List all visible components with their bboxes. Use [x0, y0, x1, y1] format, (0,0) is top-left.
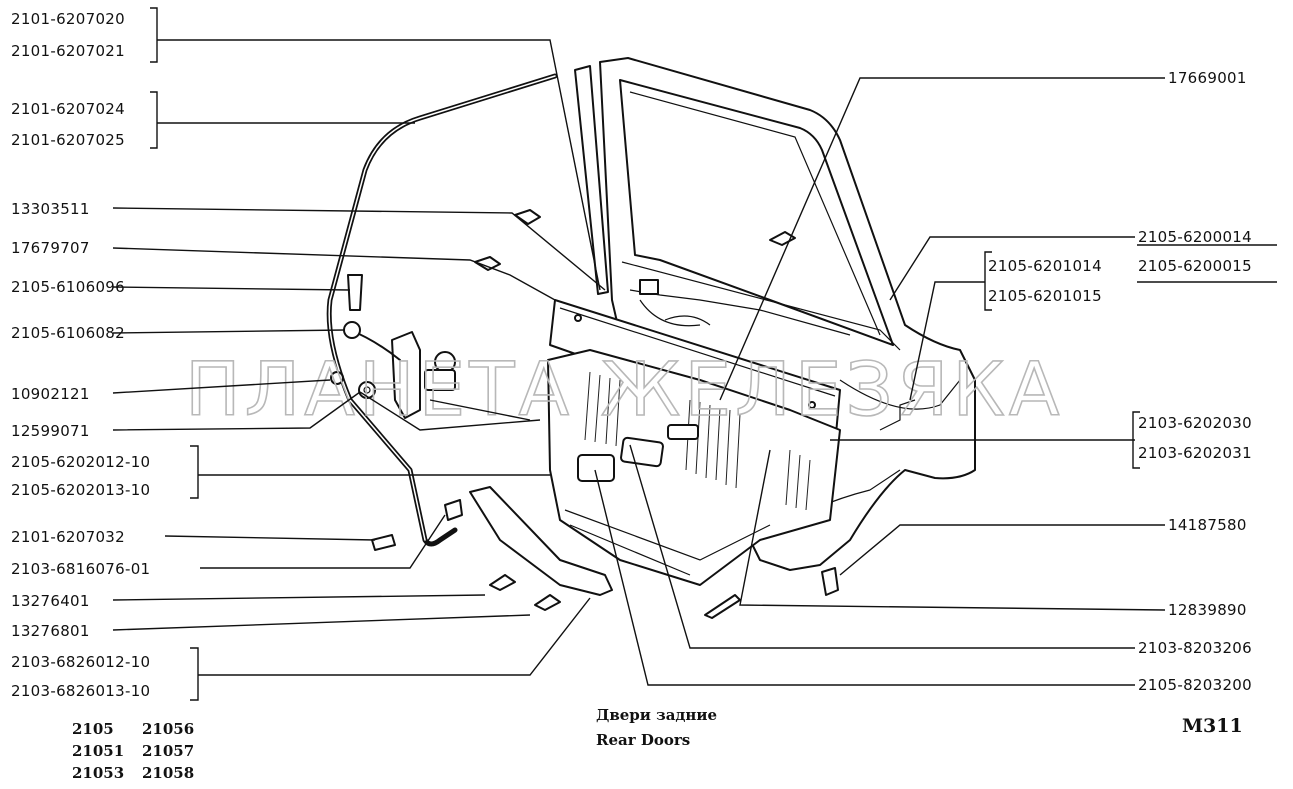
part-number-label: 13276401 [11, 592, 90, 610]
part-number-label: 2105-6106082 [11, 324, 125, 342]
left-part-labels: 2101-6207020 2101-6207021 2101-6207024 2… [11, 10, 150, 700]
part-number-label: 13276801 [11, 622, 90, 640]
window-channel [574, 65, 609, 295]
part-number-label: 2103-6826013-10 [11, 682, 150, 700]
part-number-label: 12839890 [1168, 601, 1247, 619]
part-number-label: 2103-6816076-01 [11, 560, 150, 578]
part-number-label: 13303511 [11, 200, 90, 218]
part-number-label: 2101-6207020 [11, 10, 125, 28]
part-number-label: 2103-6202030 [1138, 414, 1252, 432]
lock-assembly [391, 331, 421, 419]
model-number: 21056 [142, 720, 194, 738]
part-number-label: 2101-6207032 [11, 528, 125, 546]
part-number-label: 2105-6202012-10 [11, 453, 150, 471]
model-list: 2105 21056 21051 21057 21053 21058 [72, 720, 194, 782]
part-number-label: 2103-6202031 [1138, 444, 1252, 462]
part-number-label: 2101-6207024 [11, 100, 125, 118]
part-number-label: 2101-6207021 [11, 42, 125, 60]
part-number-label: 2105-6201014 [988, 257, 1102, 275]
part-number-label: 2103-8203206 [1138, 639, 1252, 657]
model-number: 21053 [72, 764, 124, 782]
part-number-label: 17669001 [1168, 69, 1247, 87]
model-number: 2105 [72, 720, 114, 738]
door-drawing [326, 57, 976, 619]
part-number-label: 2105-6200014 [1138, 228, 1252, 246]
model-number: 21058 [142, 764, 194, 782]
watermark: ПЛАНЕТА ЖЕЛЕЗЯКА [185, 347, 1064, 433]
leader-lines [112, 7, 1277, 701]
weatherstrip-seal [326, 73, 558, 547]
part-number-label: 2105-8203200 [1138, 676, 1252, 694]
part-number-label: 2105-6106096 [11, 278, 125, 296]
window-opening [619, 79, 894, 346]
screws [371, 209, 839, 619]
pull-handle [469, 486, 613, 596]
part-number-label: 14187580 [1168, 516, 1247, 534]
inner-handle [577, 454, 615, 482]
part-number-label: 2103-6826012-10 [11, 653, 150, 671]
part-number-label: 10902121 [11, 385, 90, 403]
part-number-label: 2101-6207025 [11, 131, 125, 149]
part-number-label: 2105-6200015 [1138, 257, 1252, 275]
model-number: 21051 [72, 742, 124, 760]
caption-russian: Двери задние [596, 706, 717, 724]
right-part-labels: 17669001 2105-6200014 2105-6201014 2105-… [988, 69, 1252, 694]
part-number-label: 2105-6201015 [988, 287, 1102, 305]
diagram-code: М311 [1182, 715, 1243, 737]
part-number-label: 2105-6202013-10 [11, 481, 150, 499]
caption-english: Rear Doors [596, 731, 690, 749]
part-number-label: 12599071 [11, 422, 90, 440]
model-number: 21057 [142, 742, 194, 760]
part-number-label: 17679707 [11, 239, 90, 257]
